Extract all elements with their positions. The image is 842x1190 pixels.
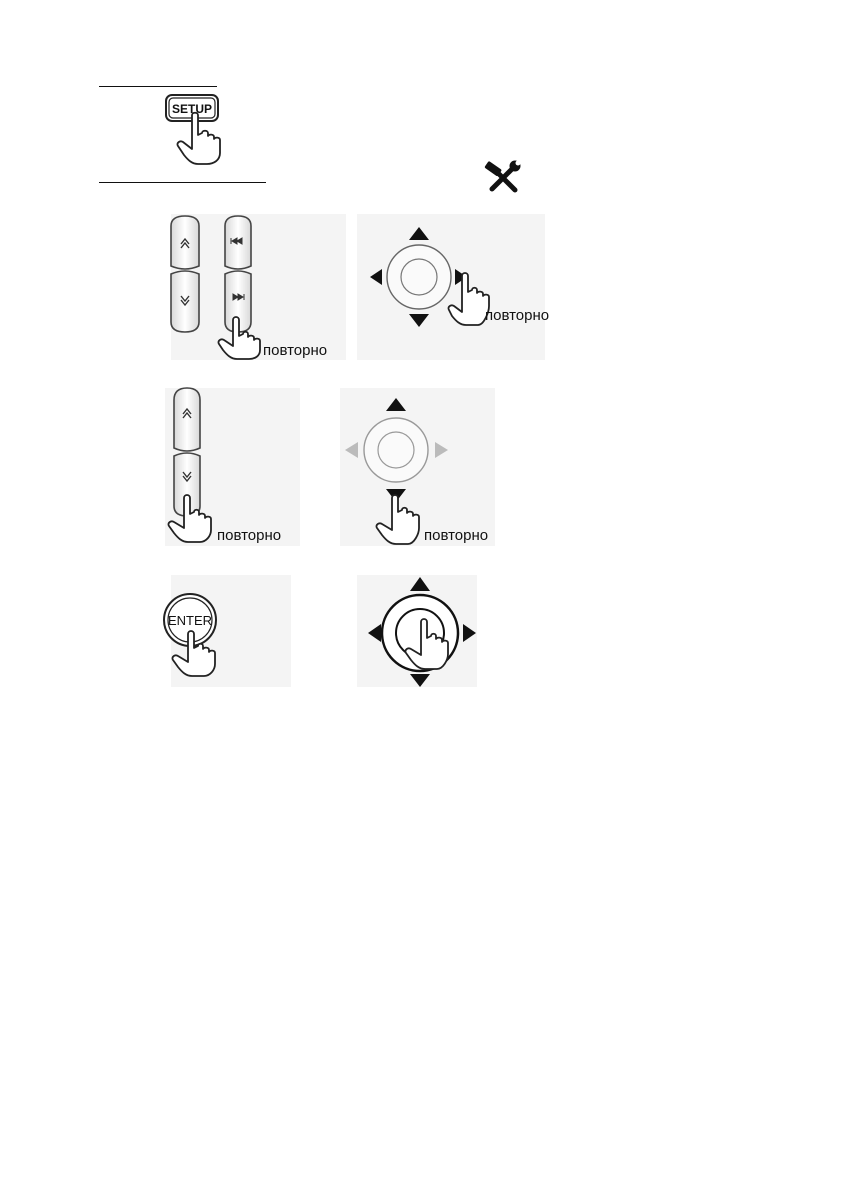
tools-icon — [482, 160, 522, 194]
dpad-up-arrow — [409, 227, 429, 240]
step3-repeat-label-left: повторно — [217, 527, 281, 544]
dpad-left-arrow — [370, 269, 382, 285]
setup-button-figure: SETUP — [162, 93, 232, 165]
step1-bottom-rule — [99, 182, 266, 183]
page-up-icon[interactable] — [171, 216, 199, 269]
step2-repeat-label-right: повторно — [485, 307, 549, 324]
enter-button-label: ENTER — [168, 613, 212, 628]
enter-button-icon[interactable]: ENTER — [162, 592, 232, 682]
dpad-right-arrow — [463, 624, 476, 642]
dpad-up-arrow — [410, 577, 430, 591]
step2-key-columns — [165, 214, 265, 354]
step3-key-column — [162, 386, 232, 546]
page-down-icon[interactable] — [171, 271, 199, 332]
dpad-down-arrow — [410, 674, 430, 687]
step1-top-rule — [99, 86, 217, 87]
dpad-icon[interactable] — [343, 394, 453, 504]
dpad-left-arrow — [368, 624, 381, 642]
dpad-up-arrow — [386, 398, 406, 411]
setup-button-icon: SETUP — [162, 93, 232, 165]
step2-repeat-label-left: повторно — [263, 342, 327, 359]
dpad-left-arrow — [345, 442, 358, 458]
dpad-right-arrow — [435, 442, 448, 458]
pointing-hand-icon — [372, 494, 427, 546]
dpad-icon[interactable] — [365, 574, 480, 689]
step3-repeat-label-right: повторно — [424, 527, 488, 544]
prev-track-icon[interactable] — [225, 216, 251, 269]
page-up-icon[interactable] — [174, 388, 200, 451]
dpad-down-arrow — [409, 314, 429, 327]
